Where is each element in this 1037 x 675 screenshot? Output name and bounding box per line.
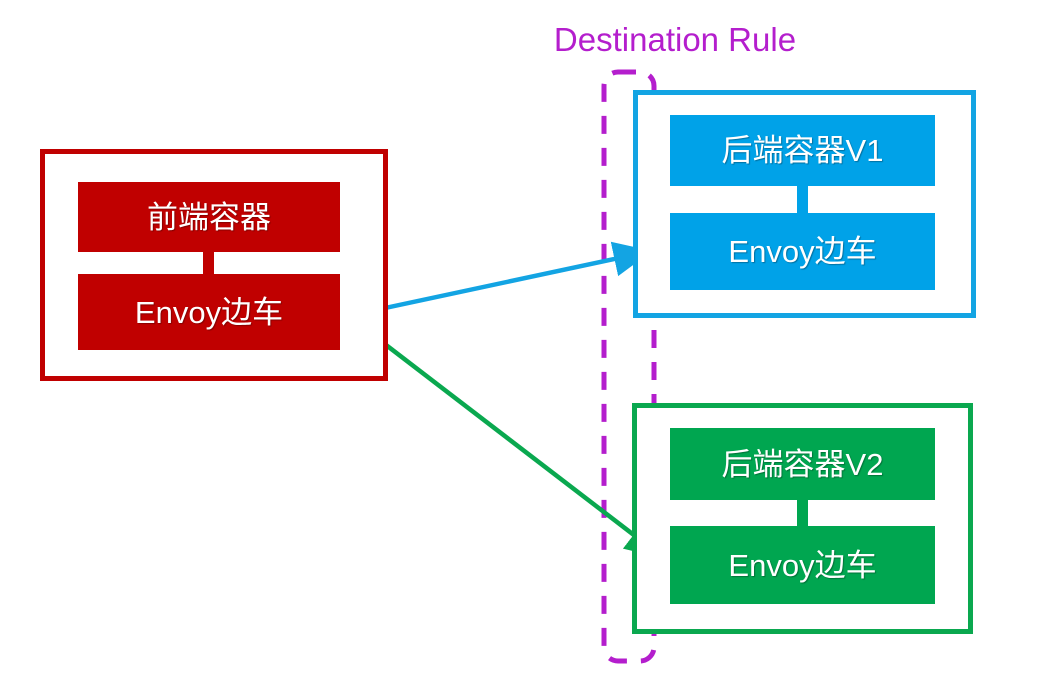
route-to-v2-arrow: [341, 310, 665, 559]
frontend-pod-connector: [203, 252, 214, 274]
backend-v1-pod-connector: [797, 186, 808, 213]
route-to-v1-arrow: [342, 241, 653, 320]
backend-v2-container-box[interactable]: 后端容器V2: [670, 428, 935, 500]
backend-v2-pod-connector: [797, 500, 808, 526]
backend-v1-envoy-sidecar-box[interactable]: Envoy边车: [670, 213, 935, 290]
frontend-container-box[interactable]: 前端容器: [78, 182, 340, 252]
backend-v2-envoy-sidecar-box[interactable]: Envoy边车: [670, 526, 935, 604]
frontend-envoy-sidecar-box[interactable]: Envoy边车: [78, 274, 340, 350]
page-title: Destination Rule: [553, 21, 797, 58]
backend-v1-container-box[interactable]: 后端容器V1: [670, 115, 935, 186]
